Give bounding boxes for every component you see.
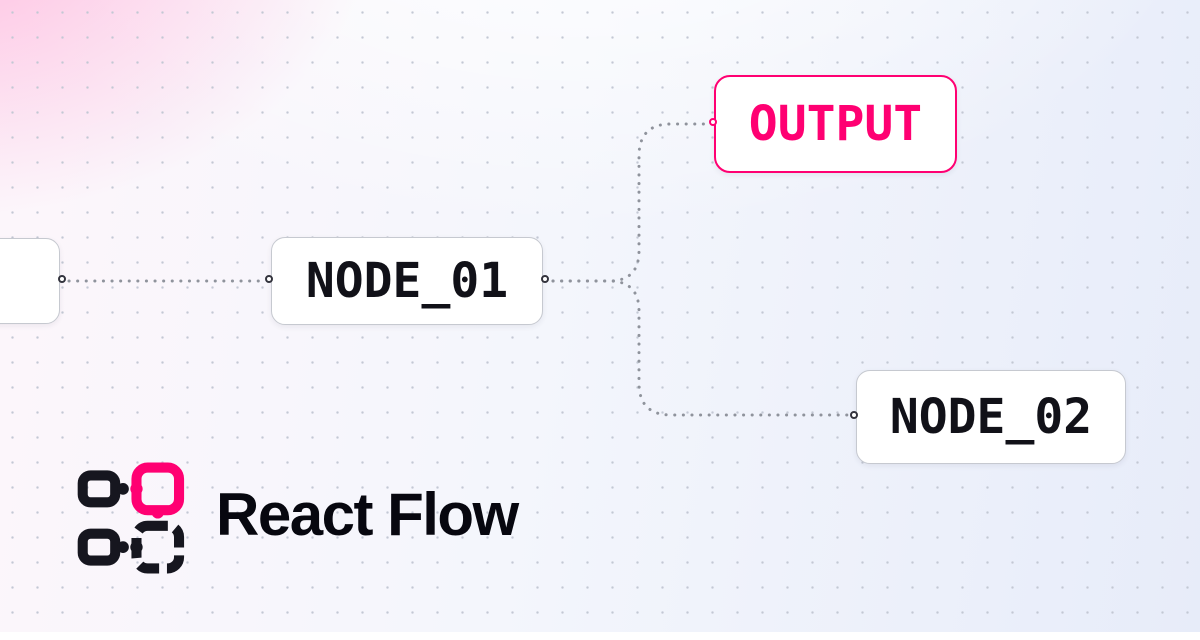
node-partial[interactable]	[0, 238, 66, 324]
brand-name: React Flow	[216, 481, 519, 548]
page-bottom-edge	[0, 632, 1200, 640]
handle-target-output[interactable]	[709, 117, 717, 126]
react-flow-logo-icon	[77, 462, 185, 574]
handle-target-node01[interactable]	[265, 274, 273, 283]
node02-label: NODE_02	[889, 389, 1093, 445]
handle-source-partial[interactable]	[58, 274, 66, 283]
node-output[interactable]: OUTPUT	[709, 75, 957, 173]
brand: React Flow	[76, 462, 519, 574]
node01-label: NODE_01	[305, 253, 509, 309]
handle-source-node01[interactable]	[541, 274, 549, 283]
output-label: OUTPUT	[748, 96, 923, 152]
handle-target-node02[interactable]	[850, 410, 858, 419]
node-node02[interactable]: NODE_02	[850, 370, 1126, 464]
edge-node01-to-node02	[551, 279, 849, 417]
node-node01[interactable]: NODE_01	[265, 237, 549, 325]
edge-node01-to-output	[551, 122, 707, 283]
